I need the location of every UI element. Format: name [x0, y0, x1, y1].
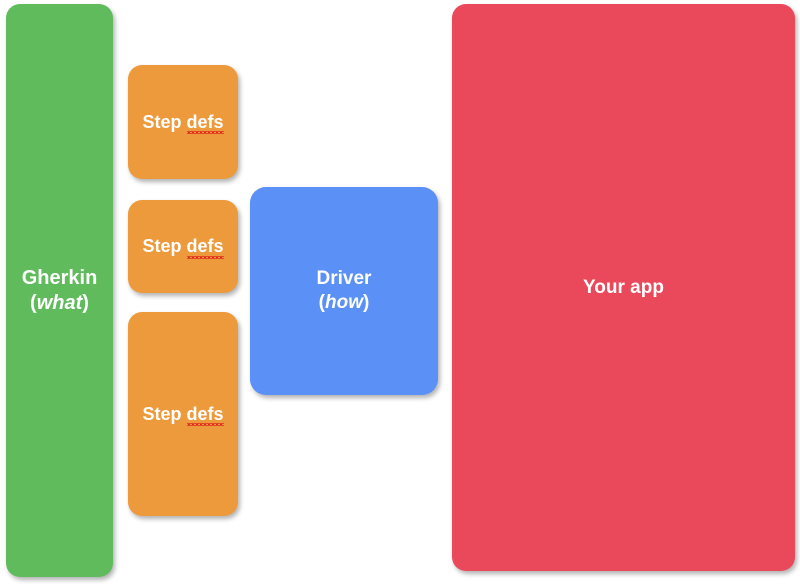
node-step-defs-2[interactable]: Step defs — [128, 200, 238, 293]
node-driver-label: Driver (how) — [317, 267, 372, 315]
node-step-defs-1-label: Step defs — [142, 111, 224, 134]
step-defs-1-word2-misspelled: defs — [186, 111, 224, 134]
node-gherkin-label-line2: (what) — [22, 291, 98, 316]
node-step-defs-3[interactable]: Step defs — [128, 312, 238, 516]
open-paren: ( — [30, 291, 37, 314]
node-gherkin[interactable]: Gherkin (what) — [6, 4, 113, 577]
open-paren: ( — [318, 292, 325, 313]
node-driver-label-line2: (how) — [317, 291, 372, 315]
step-defs-3-word1: Step — [142, 403, 187, 424]
italic-word-how: how — [324, 292, 363, 313]
step-defs-3-word2-misspelled: defs — [186, 403, 224, 426]
italic-word-what: what — [36, 291, 83, 314]
node-step-defs-3-label: Step defs — [142, 403, 224, 426]
node-driver[interactable]: Driver (how) — [250, 187, 438, 395]
node-driver-label-line1: Driver — [316, 268, 372, 290]
node-your-app-label: Your app — [583, 276, 664, 298]
close-paren: ) — [82, 291, 89, 314]
step-defs-2-word2-misspelled: defs — [186, 236, 224, 259]
node-gherkin-label: Gherkin (what) — [22, 266, 98, 316]
step-defs-2-word1: Step — [142, 236, 187, 257]
node-your-app[interactable]: Your app — [452, 4, 795, 571]
step-defs-1-word1: Step — [142, 111, 187, 132]
node-step-defs-2-label: Step defs — [142, 235, 224, 259]
close-paren: ) — [362, 292, 370, 313]
node-step-defs-1[interactable]: Step defs — [128, 65, 238, 179]
node-gherkin-label-line1: Gherkin — [21, 266, 98, 289]
